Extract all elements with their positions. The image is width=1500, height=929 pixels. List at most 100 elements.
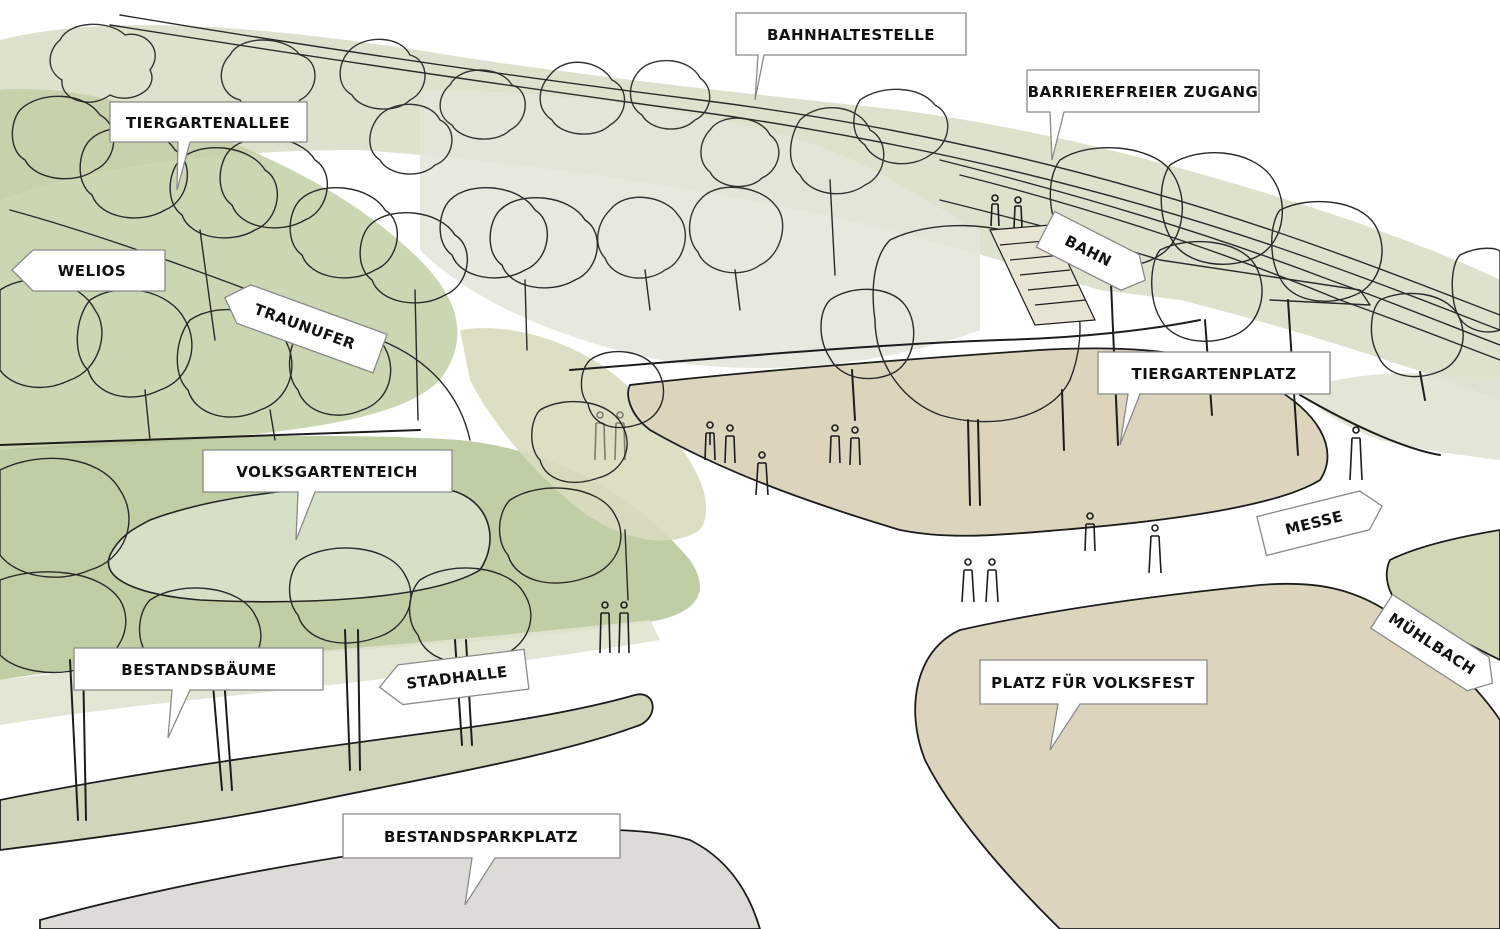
railway-line-1: [119, 14, 1500, 316]
bahn-embankment: [1300, 373, 1500, 460]
tree-canopy: [359, 212, 469, 304]
tree-canopy: [1271, 200, 1383, 302]
person-figure: [599, 601, 611, 654]
road-edge-upper: [0, 429, 421, 446]
label-bestandsparkplatz: BESTANDSPARKPLATZ: [342, 813, 621, 906]
person-figure: [704, 421, 716, 461]
person-figure: [829, 424, 841, 464]
label-bestandsbaeume-text: BESTANDSBÄUME: [121, 660, 276, 679]
tree-trunk: [967, 419, 971, 506]
tree-canopy: [169, 147, 279, 239]
person-figure: [618, 601, 630, 654]
label-volksgartenteich: VOLKSGARTENTEICH: [202, 449, 453, 541]
tree-canopy: [539, 61, 626, 135]
callout-labels: BAHNHALTESTELLE BARRIEREFREIER ZUGANG TI…: [11, 12, 1494, 906]
tree-cluster-hill: [49, 23, 949, 279]
label-messe: MESSE: [1256, 490, 1383, 557]
tree-trunks: [69, 179, 1426, 821]
tree-canopy: [339, 38, 426, 110]
label-bestandsbaeume: BESTANDSBÄUME: [73, 647, 324, 739]
label-bahnhaltestelle-text: BAHNHALTESTELLE: [767, 26, 935, 44]
tree-trunk: [624, 529, 629, 601]
person-figure: [990, 194, 1000, 227]
tree-canopy: [820, 288, 915, 380]
tree-canopy: [0, 571, 127, 674]
tree-canopy: [0, 457, 130, 578]
tree-canopy: [49, 23, 156, 103]
person-figure: [1084, 512, 1096, 552]
tree-trunk: [734, 269, 741, 311]
tree-trunk: [1419, 371, 1426, 401]
label-bahn: BAHN: [1035, 210, 1147, 291]
label-bestandsparkplatz-text: BESTANDSPARKPLATZ: [384, 828, 578, 846]
tree-canopy: [789, 106, 885, 195]
tree-canopy: [688, 186, 784, 274]
tree-canopy: [498, 487, 622, 584]
label-welios-text: WELIOS: [58, 262, 127, 280]
left-lawn-strip: [0, 620, 660, 725]
label-tiergartenallee-text: TIERGARTENALLEE: [126, 114, 290, 132]
railway-line-4: [959, 174, 1500, 361]
label-barrierefreier-zugang-text: BARRIEREFREIER ZUGANG: [1028, 83, 1259, 101]
hill-greenery-light: [420, 90, 980, 369]
person-figure: [755, 451, 769, 496]
tree-canopy: [11, 95, 115, 180]
person-figure: [1349, 426, 1363, 481]
road-edge-middle: [569, 319, 1201, 371]
label-platz-fuer-volksfest: PLATZ FÜR VOLKSFEST: [979, 659, 1208, 751]
person-figure: [849, 426, 861, 466]
tree-trunk: [69, 659, 79, 821]
tree-canopy: [1370, 292, 1464, 378]
person-figure: [961, 558, 975, 603]
tree-trunk: [199, 229, 216, 341]
label-barrierefreier-zugang: BARRIEREFREIER ZUGANG: [1026, 69, 1260, 161]
label-tiergartenplatz: TIERGARTENPLATZ: [1097, 351, 1331, 446]
tree-trunk: [524, 279, 528, 351]
tree-canopy: [629, 59, 711, 130]
tree-canopy: [597, 196, 686, 279]
label-volksgartenteich-text: VOLKSGARTENTEICH: [236, 463, 418, 481]
walkway-vegetation: [460, 328, 707, 541]
background-areas: [0, 25, 1500, 929]
person-figure: [724, 424, 736, 464]
road-edge-right: [1299, 394, 1441, 456]
tree-canopy: [853, 88, 949, 165]
person-figure: [985, 558, 999, 603]
tree-canopy: [1151, 240, 1263, 342]
person-figure: [594, 411, 606, 461]
tree-trunk: [269, 409, 276, 441]
tree-canopy: [1160, 152, 1283, 266]
tree-canopy: [439, 187, 549, 279]
person-figure: [1013, 196, 1023, 229]
label-tiergartenplatz-text: TIERGARTENPLATZ: [1131, 365, 1296, 383]
label-tiergartenallee: TIERGARTENALLEE: [109, 101, 308, 191]
tree-trunk: [144, 389, 151, 441]
tree-trunk: [977, 419, 981, 506]
label-platz-fuer-volksfest-text: PLATZ FÜR VOLKSFEST: [991, 673, 1195, 692]
tree-trunk: [357, 629, 361, 771]
label-welios: WELIOS: [11, 249, 166, 292]
label-muehlbach: MÜHLBACH: [1369, 593, 1494, 692]
tree-trunk: [644, 269, 651, 311]
tree-canopy: [289, 187, 399, 279]
tree-trunk: [344, 629, 351, 771]
tree-canopy: [700, 117, 780, 188]
tree-canopy: [580, 350, 665, 429]
people-figures: [594, 194, 1363, 654]
tree-canopy: [369, 103, 453, 175]
tree-trunk: [414, 289, 419, 421]
tree-canopy: [489, 197, 599, 289]
tree-canopy: [288, 547, 412, 644]
railway-line-2: [109, 24, 1500, 331]
person-figure: [1148, 524, 1162, 574]
trees: [0, 23, 1500, 821]
barrierefreier-zugang-stairs: [989, 224, 1096, 326]
tree-canopy: [220, 39, 316, 116]
tree-trunk: [1061, 389, 1065, 451]
tree-canopy: [439, 69, 526, 140]
tree-canopy: [1451, 247, 1500, 333]
tree-canopy: [76, 288, 193, 398]
tree-trunk: [851, 369, 856, 421]
label-stadhalle: STADHALLE: [378, 648, 530, 706]
